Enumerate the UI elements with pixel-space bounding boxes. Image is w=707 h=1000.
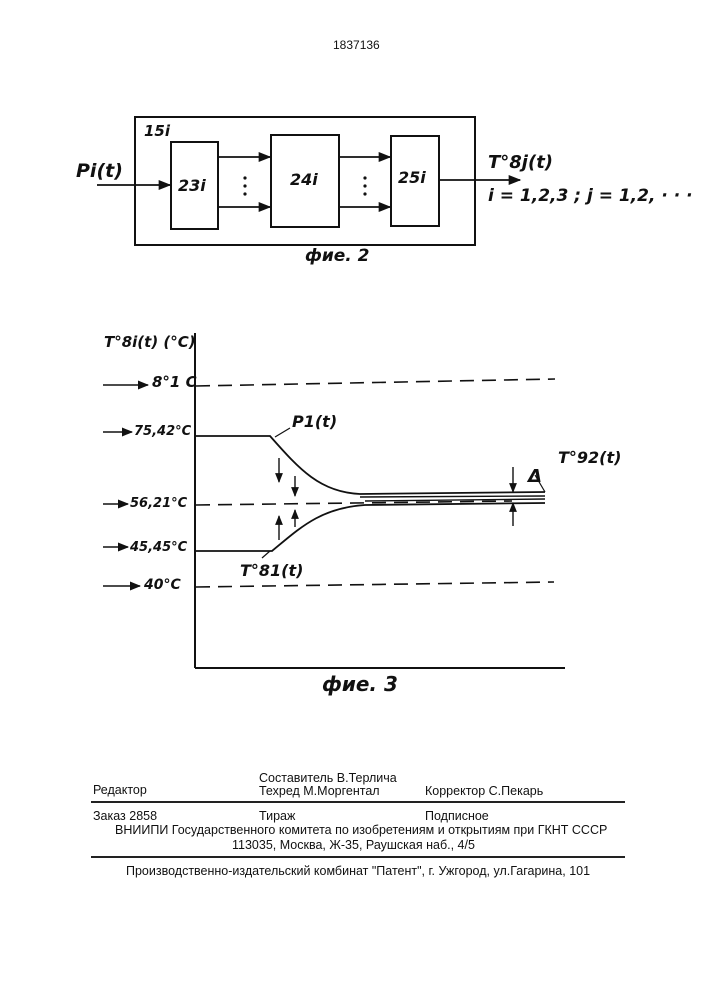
footer-rule-2 (91, 856, 625, 858)
level-label-4: 40°C (144, 577, 181, 593)
level-label-2: 56,21°C (130, 496, 187, 511)
input-label: Pi(t) (76, 160, 123, 182)
level-label-3: 45,45°C (130, 540, 187, 555)
figure-2-caption: фие. 2 (305, 246, 370, 266)
footer-editor: Редактор (93, 783, 147, 797)
y-axis-label: T°8i(t) (°C) (104, 333, 196, 351)
block-label-23i: 23i (178, 176, 206, 195)
curve-upper (196, 436, 545, 494)
footer-org-line: ВНИИПИ Государственного комитета по изоб… (115, 823, 607, 837)
curve-upper-label: P1(t) (292, 412, 337, 431)
index-label: i = 1,2,3 ; j = 1,2, · · · (488, 186, 693, 206)
footer-circulation: Тираж (259, 809, 295, 823)
label-15i: 15i (144, 122, 170, 140)
footer-techred: Техред М.Моргентал (259, 784, 380, 798)
delta-label: Δ (528, 466, 542, 487)
footer-corrector: Корректор С.Пекарь (425, 784, 543, 798)
curve-lower (196, 503, 545, 551)
curve-right-label: T°92(t) (558, 448, 621, 467)
footer-address-line: 113035, Москва, Ж-35, Раушская наб., 4/5 (232, 838, 475, 852)
output-label: T°8j(t) (488, 152, 553, 173)
footer-compiler: Составитель В.Терлича (259, 771, 397, 785)
block-label-25i: 25i (398, 168, 426, 187)
block-label-24i: 24i (290, 170, 318, 189)
footer-order: Заказ 2858 (93, 809, 157, 823)
footer-rule-1 (91, 801, 625, 803)
curve-lower-label: T°81(t) (240, 561, 303, 580)
level-label-0: 8°1 C (152, 373, 197, 391)
level-line-bottom (196, 582, 554, 587)
footer-subscription: Подписное (425, 809, 489, 823)
level-label-1: 75,42°C (134, 424, 191, 439)
level-line-top (196, 379, 555, 386)
figure-3-caption: фие. 3 (322, 672, 398, 696)
footer-publisher-line: Производственно-издательский комбинат "П… (126, 864, 590, 878)
